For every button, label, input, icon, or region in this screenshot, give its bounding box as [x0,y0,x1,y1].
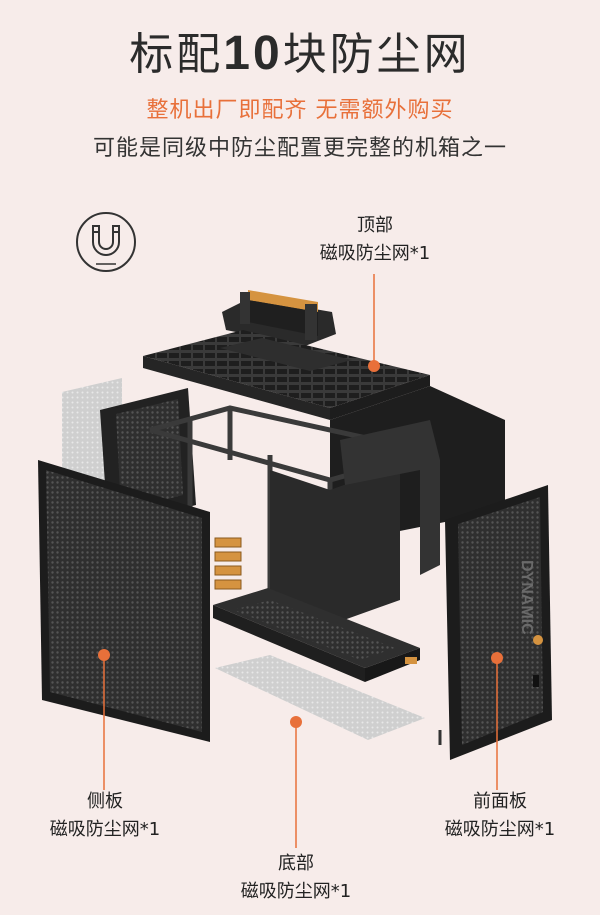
magnet-icon [76,212,136,272]
page-title: 标配10块防尘网 [0,18,600,82]
callout-side [98,649,110,790]
front-panel [438,485,552,760]
subtitle: 可能是同级中防尘配置更完整的机箱之一 [92,136,507,161]
bottom-filter [215,655,425,740]
title-suffix: 块防尘网 [282,29,471,80]
label-front-name: 前面板 [473,791,527,812]
label-side: 侧板 磁吸防尘网*1 [30,788,180,844]
label-bottom-desc: 磁吸防尘网*1 [240,881,352,902]
side-panel [38,460,210,742]
callout-front [491,652,503,790]
label-top-desc: 磁吸防尘网*1 [319,243,431,264]
top-handle [222,290,336,346]
title-number: 10 [223,27,283,80]
front-bracket [340,420,440,575]
label-side-desc: 磁吸防尘网*1 [49,819,161,840]
bottom-panel [213,588,420,691]
title-prefix: 标配 [129,29,224,80]
label-front-desc: 磁吸防尘网*1 [444,819,556,840]
callout-bottom [290,716,302,848]
label-top: 顶部 磁吸防尘网*1 [300,212,450,268]
front-brand-text: DYNAMIC [518,560,535,635]
motherboard-tray [270,465,400,625]
accent-subtitle: 整机出厂即配齐 无需额外购买 [146,98,454,123]
label-bottom-name: 底部 [278,853,314,874]
callout-top [368,274,380,372]
label-front: 前面板 磁吸防尘网*1 [420,788,580,844]
label-bottom: 底部 磁吸防尘网*1 [221,850,371,906]
label-side-name: 侧板 [87,791,123,812]
label-top-name: 顶部 [357,215,393,236]
pcie-slot-covers [214,537,242,590]
top-panel [143,330,430,420]
